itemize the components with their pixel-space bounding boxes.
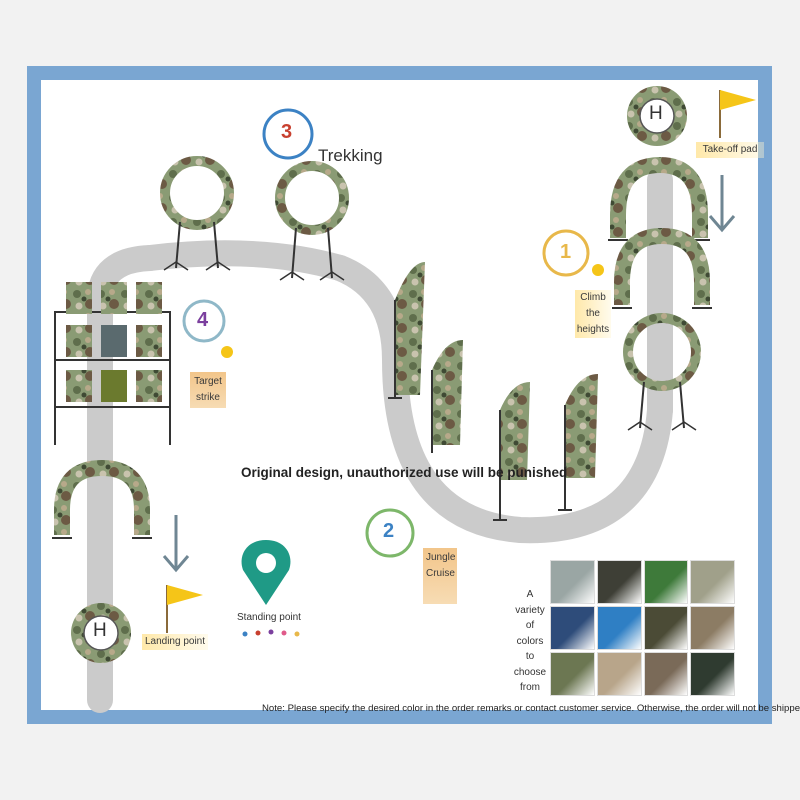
color-swatch-grid	[550, 560, 735, 696]
location-pin-icon	[241, 540, 300, 637]
feather-flags	[388, 262, 598, 521]
station-badge-3	[262, 108, 314, 160]
arrow-down-icon	[708, 175, 736, 233]
station-number-1: 1	[560, 241, 572, 263]
helipad-landing-icon	[71, 603, 131, 663]
color-swatch[interactable]	[690, 652, 735, 696]
order-note: Note: Please specify the desired color i…	[262, 703, 800, 714]
station-number-4: 4	[197, 309, 209, 331]
ring-stand-2	[275, 161, 349, 281]
color-swatch[interactable]	[643, 606, 689, 650]
station-number-3: 3	[281, 121, 293, 143]
station-badge-4	[182, 299, 233, 358]
color-swatch[interactable]	[550, 606, 595, 650]
station-label-2: Jungle Cruise	[423, 548, 457, 604]
ring-stand-1	[160, 156, 234, 271]
ring-stand-right	[623, 313, 701, 431]
helipad-takeoff-icon	[627, 86, 687, 146]
arches-climb	[608, 156, 712, 309]
station-badge-2	[365, 508, 415, 558]
target-shelf	[54, 282, 171, 445]
landing-label: Landing point	[142, 634, 208, 650]
color-swatch[interactable]	[643, 560, 689, 604]
color-swatch[interactable]	[550, 652, 595, 696]
flag-icon	[719, 90, 756, 138]
color-swatch[interactable]	[550, 560, 595, 604]
color-swatch[interactable]	[690, 560, 735, 604]
variety-text: A variety of colors to choose from	[513, 589, 547, 693]
standing-label: Standing point	[237, 612, 301, 623]
takeoff-label: Take-off pad	[696, 142, 764, 158]
arrow-down-icon	[162, 515, 190, 573]
station-label-1: Climb the heights	[575, 290, 611, 338]
color-swatch[interactable]	[596, 652, 642, 696]
color-swatch[interactable]	[596, 560, 642, 604]
color-swatch[interactable]	[596, 606, 642, 650]
warning-text: Original design, unauthorized use will b…	[241, 465, 568, 480]
helipad-letter-takeoff: H	[649, 103, 663, 124]
station-label-4: Target strike	[190, 372, 226, 408]
station-number-2: 2	[383, 520, 395, 542]
helipad-letter-landing: H	[93, 620, 107, 641]
arch-landing	[52, 459, 152, 539]
station-badge-1	[542, 229, 604, 277]
color-swatch[interactable]	[643, 652, 689, 696]
flag-icon	[166, 585, 203, 633]
color-swatch[interactable]	[690, 606, 735, 650]
trekking-title: Trekking	[318, 146, 383, 165]
